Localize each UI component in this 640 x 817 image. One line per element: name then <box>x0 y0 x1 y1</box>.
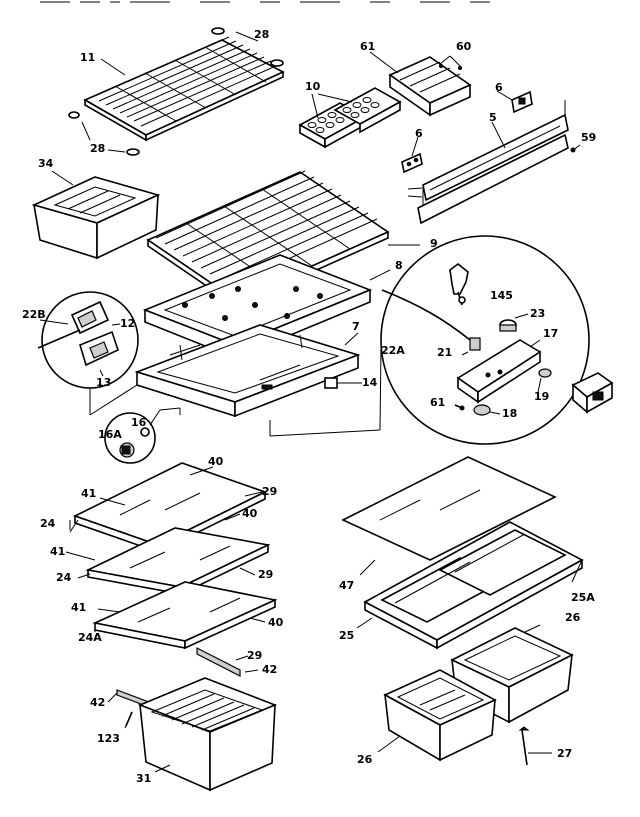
callout-17: 17 <box>543 327 559 340</box>
egg-trays <box>298 87 402 149</box>
callout-29-c: 29 <box>247 649 263 662</box>
callout-26-right: 26 <box>565 611 581 624</box>
detail-circle-16 <box>104 407 181 464</box>
callout-24-b: 24 <box>56 571 72 584</box>
callout-16a: 16A <box>98 428 122 441</box>
callout-60: 60 <box>456 40 472 53</box>
callout-14: 14 <box>362 376 378 389</box>
shelf-end-caps <box>68 27 284 156</box>
bracket-upper <box>496 90 533 114</box>
callout-40-a: 40 <box>208 455 224 468</box>
callout-7: 7 <box>352 320 360 333</box>
callout-25a: 25A <box>571 591 595 604</box>
crisper-cover-frame <box>356 521 584 650</box>
callout-21: 21 <box>437 346 453 359</box>
callout-42-right: 42 <box>262 663 278 676</box>
callout-26-left: 26 <box>357 753 373 766</box>
callout-29-b: 29 <box>258 568 274 581</box>
drawer-pin <box>518 726 552 766</box>
callout-59: 59 <box>581 131 597 144</box>
callout-40-c: 40 <box>268 616 284 629</box>
callout-61-top: 61 <box>360 40 376 53</box>
callout-47: 47 <box>339 579 355 592</box>
detail-circle-right <box>269 235 590 445</box>
callout-41-b: 41 <box>50 545 66 558</box>
glass-shelves-left <box>65 462 278 677</box>
callout-19: 19 <box>534 390 550 403</box>
callout-10: 10 <box>305 80 321 93</box>
callout-61-lower: 61 <box>430 396 446 409</box>
callout-11: 11 <box>80 51 96 64</box>
callout-22a: 22A <box>381 344 405 357</box>
callout-29-a: 29 <box>262 485 278 498</box>
callout-8: 8 <box>395 259 403 272</box>
clip-14 <box>324 377 362 389</box>
leader-lines-top-left <box>81 31 259 153</box>
callout-34: 34 <box>38 157 54 170</box>
callout-28-bottom: 28 <box>90 142 106 155</box>
callout-42-left: 42 <box>90 696 106 709</box>
drawer-right-front <box>377 669 497 762</box>
callout-24-a: 24 <box>40 517 56 530</box>
lower-frame <box>134 324 361 418</box>
callout-13: 13 <box>96 376 112 389</box>
callout-41-c: 41 <box>71 601 87 614</box>
callout-28-top: 28 <box>254 28 270 41</box>
callout-22b: 22B <box>22 308 46 321</box>
dairy-tray <box>369 51 472 117</box>
wire-shelf <box>83 36 285 142</box>
callout-123: 123 <box>97 732 120 745</box>
callout-24a: 24A <box>78 631 102 644</box>
callout-5: 5 <box>489 111 497 124</box>
callout-40-b: 40 <box>242 507 258 520</box>
callout-41-a: 41 <box>81 487 97 500</box>
callout-6-lower: 6 <box>415 127 423 140</box>
callout-25: 25 <box>339 629 355 642</box>
control-box <box>571 372 614 414</box>
callout-23: 23 <box>530 307 546 320</box>
callout-27: 27 <box>557 747 573 760</box>
callout-18: 18 <box>502 407 518 420</box>
callout-6-upper: 6 <box>495 81 503 94</box>
bracket-lower <box>401 136 423 174</box>
callout-9: 9 <box>430 237 438 250</box>
callout-31: 31 <box>136 772 152 785</box>
callout-12: 12 <box>120 317 136 330</box>
callout-16: 16 <box>131 416 147 429</box>
crisper-bin-small <box>31 170 161 260</box>
callout-145: 145 <box>490 289 513 302</box>
detail-circle-left <box>37 291 139 416</box>
shelf-rail <box>407 100 581 225</box>
drawer-left <box>107 677 278 792</box>
glass-panel-47 <box>341 456 557 576</box>
